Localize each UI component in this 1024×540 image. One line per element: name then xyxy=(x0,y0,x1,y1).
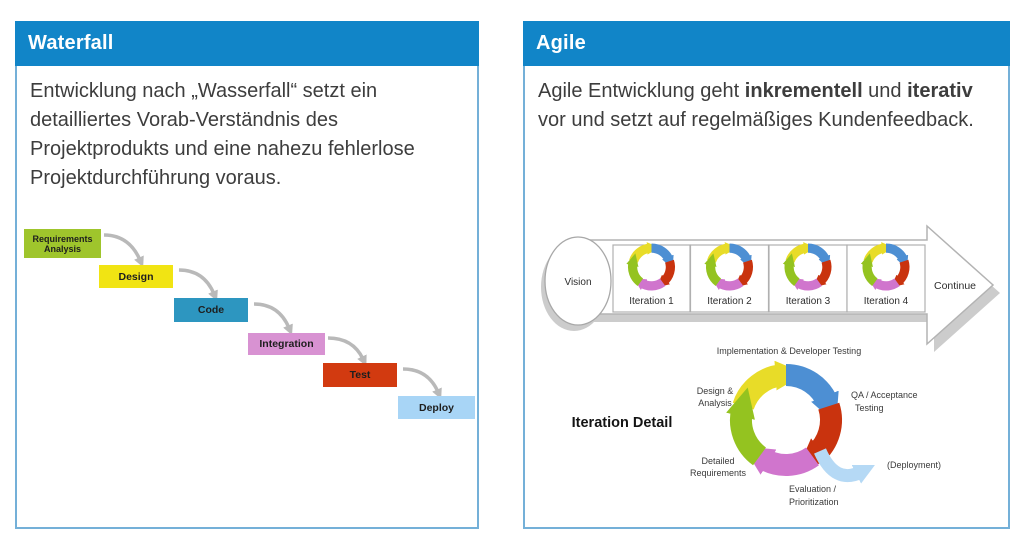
phase-requirements-label-line2: Requirements xyxy=(690,468,747,478)
flow-arrow xyxy=(327,336,367,367)
phase-qa-label-line2: Testing xyxy=(855,403,884,413)
phase-implementation-label: Implementation & Developer Testing xyxy=(717,346,861,356)
iteration-box-3 xyxy=(768,244,848,313)
phase-evaluation-label-line2: Prioritization xyxy=(789,497,839,507)
iteration-2-label: Iteration 2 xyxy=(707,296,752,307)
flow-arrow xyxy=(402,367,442,400)
agile-panel: Agile Agile Entwicklung geht inkrementel… xyxy=(523,21,1010,529)
waterfall-step-requirements-analysis: Requirements Analysis xyxy=(24,229,101,258)
phase-evaluation-label-line1: Evaluation / xyxy=(789,484,837,494)
step-label: Code xyxy=(197,304,225,316)
iteration-detail-title: Iteration Detail xyxy=(572,415,673,431)
agile-title: Agile xyxy=(536,32,586,54)
step-label: Design xyxy=(118,270,154,283)
step-label: Integration xyxy=(259,338,314,350)
waterfall-step-design: Design xyxy=(99,265,173,288)
waterfall-header: Waterfall xyxy=(15,21,479,66)
waterfall-step-code: Code xyxy=(174,298,248,322)
iteration-3-label: Iteration 3 xyxy=(786,296,831,307)
iteration-detail-cycle-icon xyxy=(741,375,831,465)
waterfall-title: Waterfall xyxy=(28,32,114,54)
text-segment-bold: inkrementell xyxy=(744,80,863,102)
waterfall-panel: Waterfall Entwicklung nach „Wasserfall“ … xyxy=(15,21,479,529)
deployment-arrow-icon xyxy=(814,448,875,484)
agile-description: Agile Entwicklung geht inkrementell und … xyxy=(525,66,1008,135)
waterfall-step-deploy: Deploy xyxy=(398,396,475,419)
waterfall-step-test: Test xyxy=(323,363,397,387)
phase-qa-label-line1: QA / Acceptance xyxy=(851,390,918,400)
waterfall-step-integration: Integration xyxy=(248,333,325,355)
text-segment: und xyxy=(862,80,908,102)
text-segment-bold: iterativ xyxy=(907,80,973,102)
flow-arrow xyxy=(103,233,144,268)
phase-design-label-line1: Design & xyxy=(697,386,734,396)
phase-design-label-line2: Analysis xyxy=(698,398,732,408)
vision-label: Vision xyxy=(564,277,591,288)
step-label: Test xyxy=(349,369,371,381)
iteration-box-4 xyxy=(846,244,926,313)
vision-circle xyxy=(544,236,612,326)
continue-label: Continue xyxy=(934,280,976,292)
iteration-4-label: Iteration 4 xyxy=(864,296,909,307)
text-segment: Agile Entwicklung geht xyxy=(538,80,745,102)
phase-requirements-label-line1: Detailed xyxy=(701,456,734,466)
step-label: Deploy xyxy=(418,401,454,414)
text-segment: vor und setzt auf regelmäßiges Kundenfee… xyxy=(538,109,974,131)
agile-header: Agile xyxy=(523,21,1010,66)
agile-diagram: Vision Iteration 1 Iteration 2 Iteration… xyxy=(541,224,1000,507)
flow-arrow xyxy=(178,268,218,302)
flow-arrow xyxy=(253,302,293,336)
iteration-1-label: Iteration 1 xyxy=(629,296,674,307)
step-label: Requirements Analysis xyxy=(32,233,93,254)
waterfall-description: Entwicklung nach „Wasserfall“ setzt ein … xyxy=(30,80,415,189)
phase-deployment-label: (Deployment) xyxy=(887,460,941,470)
